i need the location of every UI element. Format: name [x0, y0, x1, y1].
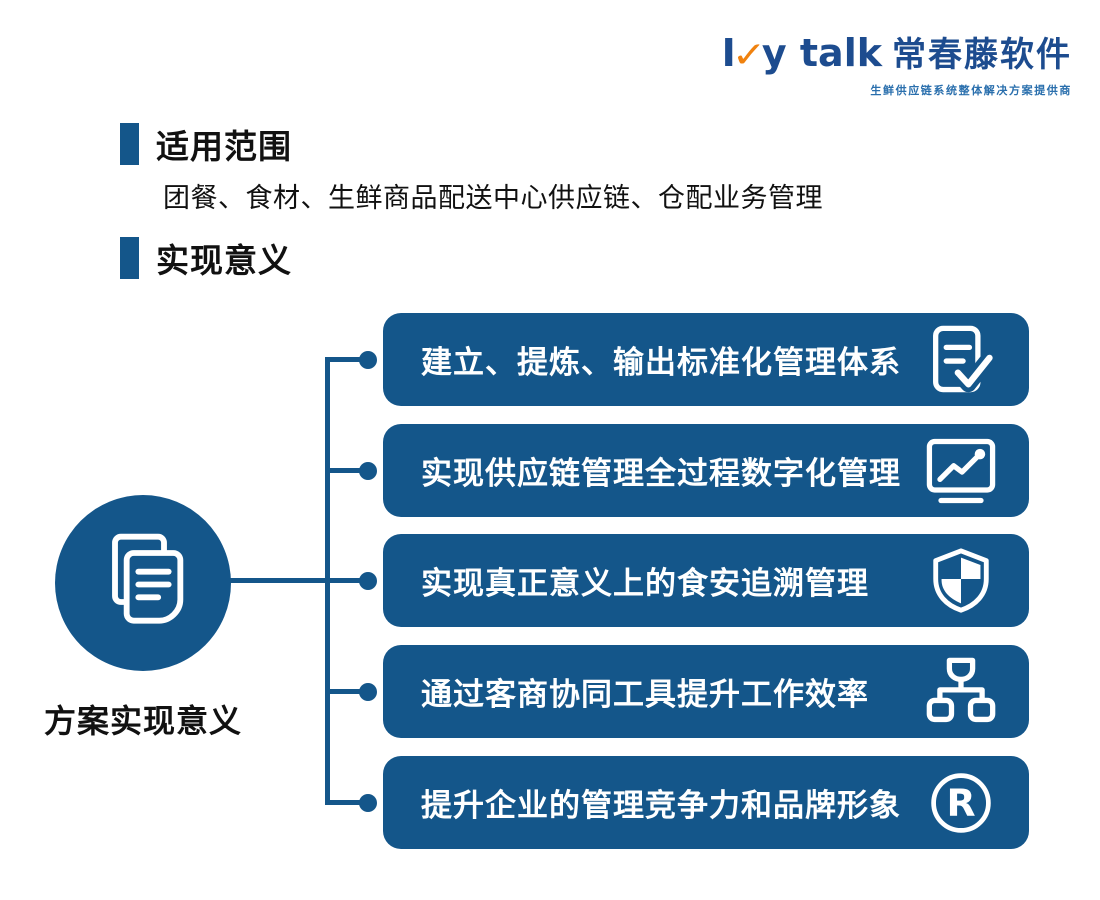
connector-main-horizontal [228, 578, 364, 583]
section-heading-scope: 适用范围 [120, 120, 292, 168]
section-heading-significance: 实现意义 [120, 234, 292, 282]
hub-circle [55, 495, 231, 671]
scope-body-text: 团餐、食材、生鲜商品配送中心供应链、仓配业务管理 [163, 183, 823, 214]
hub-label: 方案实现意义 [43, 702, 242, 740]
brand-latin-prefix: I [721, 31, 736, 75]
connector-dot [359, 572, 377, 590]
benefit-item-traceability: 实现真正意义上的食安追溯管理 [383, 534, 1029, 627]
benefit-label: 建立、提炼、输出标准化管理体系 [421, 345, 901, 381]
brand-logo: I✓y talk 常春藤软件 生鲜供应链系统整体解决方案提供商 [722, 34, 1072, 98]
shield-check-icon [919, 541, 1003, 621]
benefit-label: 提升企业的管理竞争力和品牌形象 [421, 788, 901, 824]
connector-branch [328, 357, 364, 362]
registered-trademark-icon: R [919, 763, 1003, 843]
benefit-label: 实现供应链管理全过程数字化管理 [421, 456, 901, 492]
connector-dot [359, 462, 377, 480]
connector-dot [359, 683, 377, 701]
section-title: 适用范围 [156, 127, 292, 166]
brand-name-cn: 常春藤软件 [892, 35, 1072, 75]
connector-branch [328, 800, 364, 805]
org-chart-icon [919, 652, 1003, 732]
brand-tagline: 生鲜供应链系统整体解决方案提供商 [870, 84, 1072, 97]
section-title: 实现意义 [156, 241, 292, 280]
svg-text:R: R [946, 781, 975, 825]
benefit-item-digitalization: 实现供应链管理全过程数字化管理 [383, 424, 1029, 517]
connector-vertical-spine [325, 357, 330, 805]
logo-checkmark-icon: ✓ [731, 35, 767, 76]
benefit-item-standardization: 建立、提炼、输出标准化管理体系 [383, 313, 1029, 406]
document-check-icon [919, 320, 1003, 400]
connector-dot [359, 351, 377, 369]
brand-latin-suffix: y talk [761, 31, 882, 75]
documents-icon [87, 525, 199, 641]
connector-branch [328, 689, 364, 694]
benefit-item-collaboration: 通过客商协同工具提升工作效率 [383, 645, 1029, 738]
brand-logo-row: I✓y talk 常春藤软件 [721, 31, 1072, 76]
connector-branch [328, 468, 364, 473]
benefit-label: 实现真正意义上的食安追溯管理 [421, 566, 869, 602]
benefit-item-brand: 提升企业的管理竞争力和品牌形象 R [383, 756, 1029, 849]
connector-dot [359, 794, 377, 812]
benefit-label: 通过客商协同工具提升工作效率 [421, 677, 869, 713]
monitor-chart-icon [919, 431, 1003, 511]
heading-accent-bar [120, 123, 139, 165]
heading-accent-bar [120, 237, 139, 279]
